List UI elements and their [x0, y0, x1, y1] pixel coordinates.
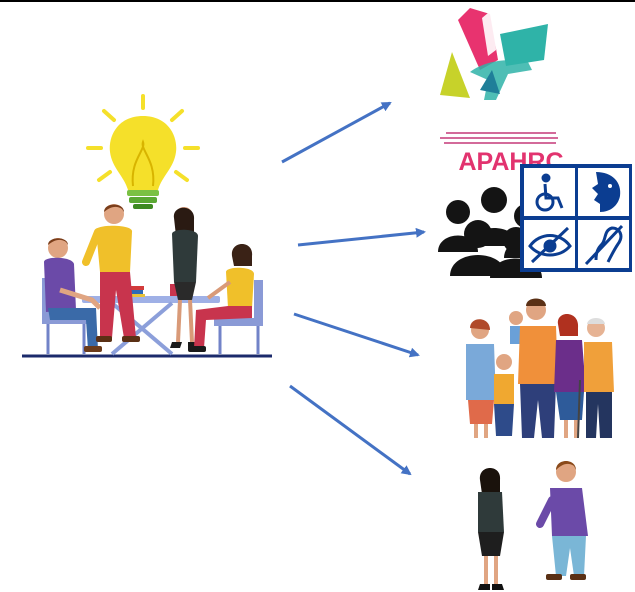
team-meeting-illustration [22, 94, 272, 358]
flow-arrows [281, 101, 426, 476]
chair-right [214, 280, 263, 354]
eye-icon [528, 226, 572, 264]
wheelchair-icon [535, 173, 564, 212]
accessibility-pictograms-icon [520, 164, 632, 272]
ear-icon [584, 224, 624, 266]
face-profile-icon [592, 172, 621, 212]
person-standing-suit [170, 207, 198, 348]
lightbulb-icon [86, 94, 200, 209]
top-rule [0, 0, 635, 2]
person-seated-purple [44, 238, 102, 352]
meeting-table [82, 284, 220, 356]
arrow-to-crowd [297, 227, 426, 247]
arrow-to-pair [289, 384, 412, 476]
family-group-icon [466, 298, 614, 439]
arrow-to-logo [281, 101, 392, 164]
apahrc-logo: APAHRC [440, 8, 564, 176]
person-seated-yellow [188, 244, 254, 352]
two-people-talking-icon [478, 461, 588, 590]
arrow-to-family [293, 312, 420, 358]
person-standing-yellow [82, 204, 140, 342]
